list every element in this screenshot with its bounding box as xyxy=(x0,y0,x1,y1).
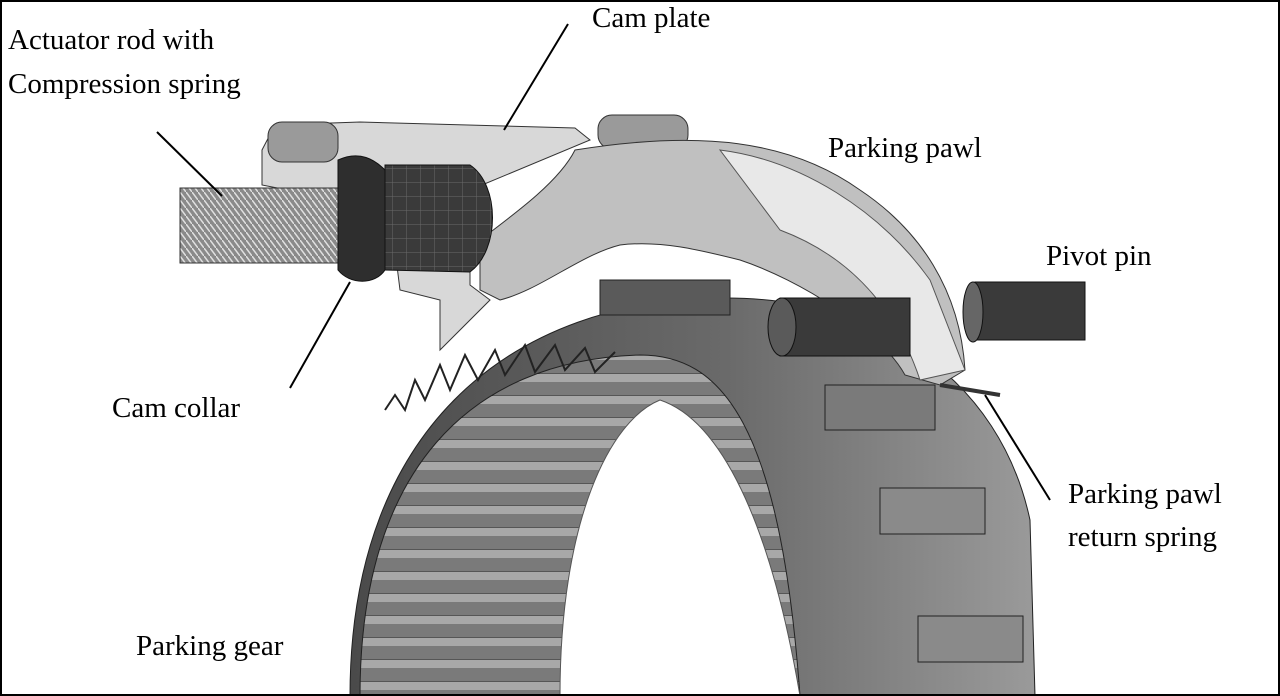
label-cam-collar: Cam collar xyxy=(112,392,241,424)
leader-cam-plate xyxy=(503,23,569,131)
actuator-rod-shape xyxy=(179,155,493,282)
pivot-pin-shape xyxy=(767,281,1086,397)
label-actuator-rod-line1: Actuator rod with xyxy=(8,24,215,56)
parking-gear-shape xyxy=(349,279,1036,696)
leader-actuator-rod xyxy=(156,131,223,197)
label-parking-pawl: Parking pawl xyxy=(828,132,982,164)
leader-return-spring xyxy=(984,394,1051,501)
leader-lines xyxy=(156,23,1051,501)
label-parking-gear: Parking gear xyxy=(136,630,284,662)
label-return-spring-line1: Parking pawl xyxy=(1068,478,1222,510)
leader-cam-collar xyxy=(289,281,351,389)
label-cam-plate: Cam plate xyxy=(592,2,711,34)
label-pivot-pin: Pivot pin xyxy=(1046,240,1152,272)
label-return-spring-line2: return spring xyxy=(1068,521,1217,553)
label-actuator-rod-line2: Compression spring xyxy=(8,68,241,100)
